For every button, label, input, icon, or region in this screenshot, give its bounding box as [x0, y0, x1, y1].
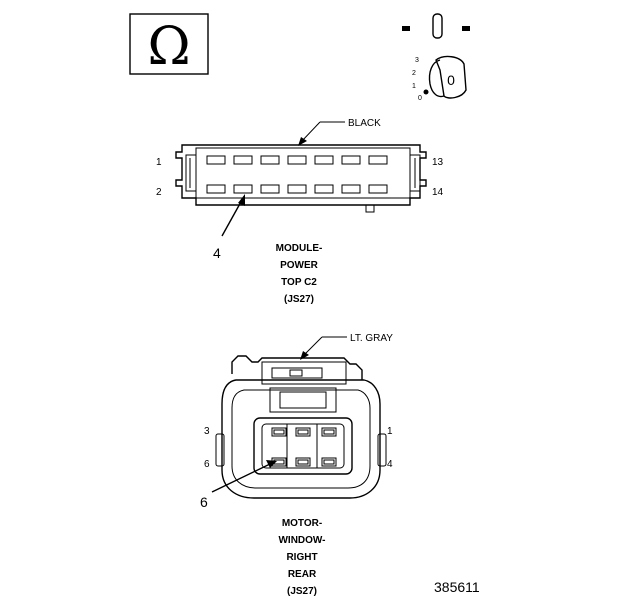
connector-top-pin-14: 14: [432, 187, 444, 198]
ignition-position-2: 2: [412, 70, 416, 77]
connector-bottom-callout: 6: [200, 494, 208, 510]
omega-icon: Ω: [147, 17, 190, 77]
connector-top-pin-13: 13: [432, 157, 444, 168]
connector-bottom-name-line-2: WINDOW-: [278, 535, 325, 546]
ignition-key-icon: 0 3 2 1 0: [402, 13, 470, 102]
connector-top-name-line-3: TOP C2: [281, 277, 317, 288]
connector-top-callout: 4: [213, 245, 221, 261]
connector-top-name-line-2: POWER: [280, 260, 319, 271]
connector-bottom-name-line-1: MOTOR-: [282, 518, 322, 529]
connector-bottom-name-line-5: (JS27): [287, 586, 317, 597]
symbol-box: Ω: [129, 13, 209, 77]
connector-top-pin-2: 2: [156, 187, 162, 198]
connector-bottom-color-label: LT. GRAY: [350, 333, 393, 344]
connector-top-name-line-4: (JS27): [284, 294, 314, 305]
connector-bottom-pin-6: 6: [204, 459, 210, 470]
ignition-position-0: 0: [418, 95, 422, 102]
ignition-position-1: 1: [412, 83, 416, 90]
connector-top-cavities: [206, 155, 388, 194]
ignition-key-label: 0: [447, 72, 455, 88]
connector-bottom-cavities: [271, 427, 337, 467]
ignition-position-3: 3: [415, 57, 419, 64]
connector-top-pin-1: 1: [156, 157, 162, 168]
connector-bottom-name-line-4: REAR: [288, 569, 317, 580]
connector-bottom-pin-3: 3: [204, 426, 210, 437]
connector-top-name-line-1: MODULE-: [276, 243, 323, 254]
figure-number: 385611: [434, 579, 480, 595]
connector-top: BLACK 1: [156, 118, 444, 305]
connector-bottom: LT. GRAY: [200, 333, 393, 597]
connector-bottom-pin-1: 1: [387, 426, 393, 437]
connector-bottom-pin-4: 4: [387, 459, 393, 470]
connector-bottom-name-line-3: RIGHT: [286, 552, 317, 563]
connector-top-color-label: BLACK: [348, 118, 381, 129]
